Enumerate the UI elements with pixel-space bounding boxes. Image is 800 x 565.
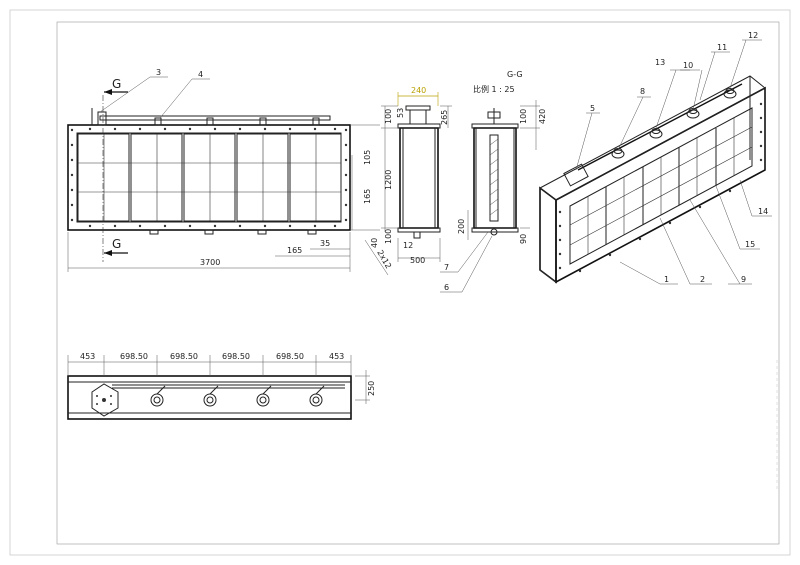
balloon-3: 3	[156, 68, 161, 77]
section-blade	[489, 134, 499, 222]
side-view: 240 100 1200 100 53 265 500 12	[381, 86, 452, 265]
balloon-11: 11	[717, 43, 727, 52]
plan-crank-hubs	[150, 385, 325, 407]
dim-overall-width: 3700	[200, 258, 220, 267]
balloon-6: 6	[444, 283, 449, 292]
plan-actuator-plate	[91, 383, 119, 417]
front-bolt-holes	[70, 127, 348, 228]
balloon-1: 1	[664, 275, 669, 284]
section-marker-bottom: G	[112, 237, 121, 251]
dim-section-90: 90	[519, 234, 528, 244]
section-view: G-G 比例 1 : 25 100 420 200 90 7 6	[440, 70, 547, 293]
front-frame-outer	[67, 124, 351, 231]
iso-panel-grid	[569, 118, 753, 254]
iso-top-face	[539, 75, 766, 201]
section-blade-hatch	[489, 138, 499, 216]
iso-actuator-box	[563, 163, 589, 187]
dim-420: 420	[538, 109, 547, 124]
balloon-7: 7	[444, 263, 449, 272]
dim-100-top: 100	[384, 109, 393, 124]
dim-105-vertical: 105	[363, 150, 372, 165]
section-view-title: G-G	[507, 70, 523, 79]
dim-165-vertical: 165	[363, 189, 372, 204]
balloon-9: 9	[741, 275, 746, 284]
iso-left-face	[539, 186, 557, 284]
front-bottom-feet	[149, 229, 317, 235]
dim-265: 265	[440, 110, 449, 125]
balloon-8: 8	[640, 87, 645, 96]
balloon-5: 5	[590, 104, 595, 113]
iso-linkage-bar	[577, 83, 743, 171]
iso-front-face	[555, 86, 766, 284]
dim-section-200: 200	[457, 219, 466, 234]
dim-698-4: 698.50	[276, 352, 304, 361]
front-panels	[77, 133, 342, 222]
balloon-13: 13	[655, 58, 665, 67]
balloon-15: 15	[745, 240, 755, 249]
isometric-view: 5 8 13 10 11 12 14 15 9 2 1	[539, 31, 772, 285]
plan-view: 453 698.50 698.50 698.50 698.50 453 250	[67, 352, 376, 420]
balloon-4: 4	[198, 70, 203, 79]
dim-12: 12	[403, 241, 413, 250]
plan-frame	[67, 375, 352, 420]
balloon-14: 14	[758, 207, 768, 216]
sheet-border-inner	[56, 21, 780, 545]
balloon-2: 2	[700, 275, 705, 284]
front-linkage-brackets	[97, 111, 320, 126]
front-linkage-bar	[99, 115, 331, 121]
dim-698-3: 698.50	[222, 352, 250, 361]
sheet-border-outer	[9, 9, 791, 556]
dim-35: 35	[320, 239, 330, 248]
dim-40: 40	[370, 238, 379, 248]
scale-label: 比例 1 : 25	[473, 84, 515, 94]
dim-240: 240	[411, 86, 426, 95]
balloon-12: 12	[748, 31, 758, 40]
iso-bolt-holes	[558, 102, 763, 273]
dim-453-left: 453	[80, 352, 95, 361]
front-frame-inner	[76, 132, 342, 223]
dim-453-right: 453	[329, 352, 344, 361]
dim-1200: 1200	[384, 170, 393, 190]
dim-section-100: 100	[519, 109, 528, 124]
dim-698-2: 698.50	[170, 352, 198, 361]
front-view: G G 3700 165 35 165 105 40 2x12 3 4	[67, 68, 393, 276]
dim-165: 165	[287, 246, 302, 255]
section-marker-top: G	[112, 77, 121, 91]
front-panel-grid	[78, 134, 341, 221]
dim-698-1: 698.50	[120, 352, 148, 361]
side-body	[399, 127, 439, 229]
dim-250: 250	[367, 381, 376, 396]
dim-53: 53	[396, 108, 405, 118]
iso-panel-dividers	[605, 128, 717, 245]
balloon-10: 10	[683, 61, 693, 70]
dim-500: 500	[410, 256, 425, 265]
dim-100-bottom: 100	[384, 229, 393, 244]
side-actuator-box	[409, 109, 427, 125]
